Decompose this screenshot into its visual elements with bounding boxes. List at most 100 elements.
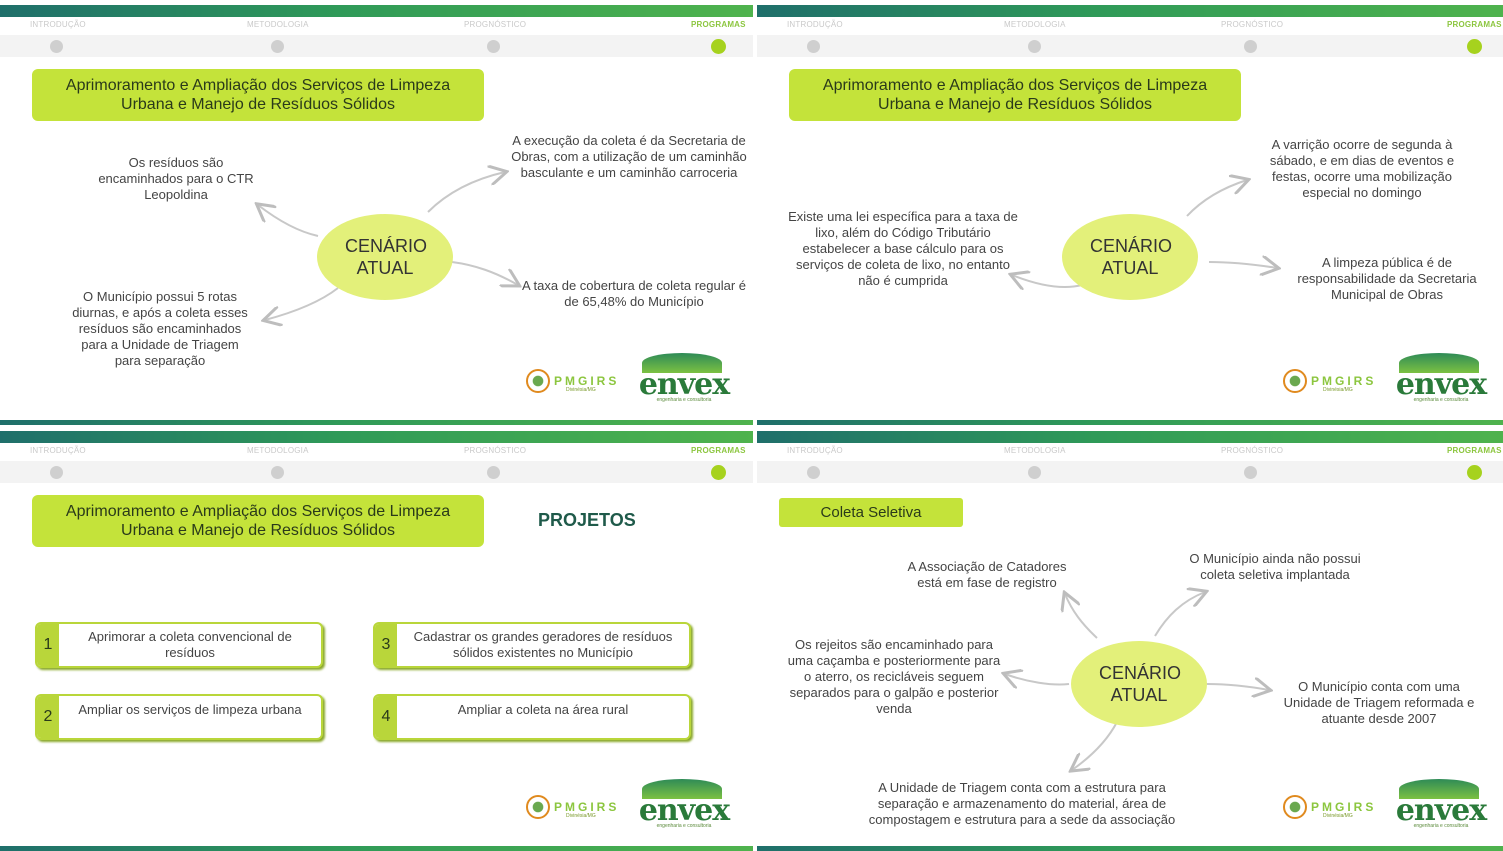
pmgirs-emblem-icon <box>1283 795 1307 819</box>
nav-prognostico[interactable]: PROGNÓSTICO <box>464 446 527 455</box>
nav-dot-prognostico[interactable] <box>1244 40 1257 53</box>
envex-leaf-icon <box>642 779 722 799</box>
note-ctr-leopoldina: Os resíduos são encaminhados para o CTR … <box>98 155 254 202</box>
bottom-bar <box>0 846 753 851</box>
nav-prognostico[interactable]: PROGNÓSTICO <box>464 20 527 29</box>
project-card-3: 3 Cadastrar os grandes geradores de resí… <box>373 622 691 668</box>
note-coleta-seletiva: O Município ainda não possui coleta sele… <box>1189 551 1361 582</box>
envex-subtitle: engenharia e consultoria <box>656 823 712 829</box>
project-number: 2 <box>37 696 59 738</box>
pmgirs-logo: PMGIRS Divinésia/MG <box>1283 369 1376 393</box>
pmgirs-subtitle: Divinésia/MG <box>566 813 596 819</box>
nav-dot-introducao[interactable] <box>50 466 63 479</box>
envex-leaf-icon <box>1399 353 1479 373</box>
envex-logo: envex engenharia e consultoria <box>1395 779 1487 829</box>
progress-nav: INTRODUÇÃO METODOLOGIA PROGNÓSTICO PROGR… <box>0 20 753 32</box>
project-number: 3 <box>375 624 397 666</box>
nav-track <box>757 461 1503 483</box>
nav-introducao[interactable]: INTRODUÇÃO <box>787 20 843 29</box>
project-number: 4 <box>375 696 397 738</box>
center-node: CENÁRIO ATUAL <box>317 214 453 300</box>
pmgirs-wordmark: PMGIRS <box>554 800 620 814</box>
projetos-heading: PROJETOS <box>538 510 636 530</box>
progress-nav: INTRODUÇÃO METODOLOGIA PROGNÓSTICO PROGR… <box>757 446 1503 458</box>
nav-dot-prognostico[interactable] <box>1244 466 1257 479</box>
top-bar <box>757 431 1503 443</box>
note-rejeitos: Os rejeitos são encaminhado para uma caç… <box>787 637 1001 716</box>
nav-dot-prognostico[interactable] <box>487 40 500 53</box>
envex-subtitle: engenharia e consultoria <box>656 397 712 403</box>
nav-programas[interactable]: PROGRAMAS <box>691 20 746 29</box>
envex-wordmark: envex <box>1395 793 1487 828</box>
nav-metodologia[interactable]: METODOLOGIA <box>1004 20 1066 29</box>
mindmap-arrows <box>757 426 1503 851</box>
note-associacao-catadores: A Associação de Catadores está em fase d… <box>907 559 1067 590</box>
nav-track <box>0 35 753 57</box>
nav-dot-introducao[interactable] <box>50 40 63 53</box>
nav-dot-programas[interactable] <box>711 465 726 480</box>
project-card-2: 2 Ampliar os serviços de limpeza urbana <box>35 694 323 740</box>
nav-dot-metodologia[interactable] <box>271 40 284 53</box>
nav-dot-metodologia[interactable] <box>271 466 284 479</box>
pmgirs-subtitle: Divinésia/MG <box>1323 813 1353 819</box>
note-rotas-diurnas: O Município possui 5 rotas diurnas, e ap… <box>72 289 248 368</box>
project-text: Ampliar a coleta na área rural <box>457 702 629 717</box>
slide-title: Aprimoramento e Ampliação dos Serviços d… <box>789 69 1241 121</box>
nav-metodologia[interactable]: METODOLOGIA <box>247 446 309 455</box>
nav-dot-metodologia[interactable] <box>1028 466 1041 479</box>
nav-introducao[interactable]: INTRODUÇÃO <box>30 20 86 29</box>
nav-track <box>0 461 753 483</box>
envex-logo: envex engenharia e consultoria <box>638 353 730 403</box>
nav-prognostico[interactable]: PROGNÓSTICO <box>1221 20 1284 29</box>
project-text: Ampliar os serviços de limpeza urbana <box>78 702 302 717</box>
nav-dot-introducao[interactable] <box>807 466 820 479</box>
pmgirs-subtitle: Divinésia/MG <box>566 387 596 393</box>
nav-metodologia[interactable]: METODOLOGIA <box>1004 446 1066 455</box>
nav-dot-prognostico[interactable] <box>487 466 500 479</box>
slide-cenario-atual-2: INTRODUÇÃO METODOLOGIA PROGNÓSTICO PROGR… <box>757 0 1503 425</box>
slide-title: Coleta Seletiva <box>779 498 963 527</box>
nav-introducao[interactable]: INTRODUÇÃO <box>30 446 86 455</box>
slide-coleta-seletiva: INTRODUÇÃO METODOLOGIA PROGNÓSTICO PROGR… <box>757 426 1503 851</box>
nav-dot-programas[interactable] <box>711 39 726 54</box>
envex-wordmark: envex <box>638 793 730 828</box>
project-text: Aprimorar a coleta convencional de resíd… <box>88 629 292 660</box>
nav-programas[interactable]: PROGRAMAS <box>1447 446 1502 455</box>
center-node: CENÁRIO ATUAL <box>1062 214 1198 300</box>
nav-prognostico[interactable]: PROGNÓSTICO <box>1221 446 1284 455</box>
nav-track <box>757 35 1503 57</box>
nav-programas[interactable]: PROGRAMAS <box>691 446 746 455</box>
envex-subtitle: engenharia e consultoria <box>1413 397 1469 403</box>
center-node: CENÁRIO ATUAL <box>1071 641 1207 727</box>
nav-metodologia[interactable]: METODOLOGIA <box>247 20 309 29</box>
pmgirs-logo: PMGIRS Divinésia/MG <box>1283 795 1376 819</box>
pmgirs-wordmark: PMGIRS <box>1311 374 1377 388</box>
mindmap-arrows <box>757 0 1503 425</box>
envex-logo: envex engenharia e consultoria <box>1395 353 1487 403</box>
top-bar <box>0 5 753 17</box>
pmgirs-wordmark: PMGIRS <box>1311 800 1377 814</box>
bottom-bar <box>0 420 753 425</box>
envex-wordmark: envex <box>638 367 730 402</box>
nav-programas[interactable]: PROGRAMAS <box>1447 20 1502 29</box>
pmgirs-wordmark: PMGIRS <box>554 374 620 388</box>
pmgirs-emblem-icon <box>526 795 550 819</box>
nav-dot-introducao[interactable] <box>807 40 820 53</box>
pmgirs-subtitle: Divinésia/MG <box>1323 387 1353 393</box>
pmgirs-logo: PMGIRS Divinésia/MG <box>526 369 619 393</box>
bottom-bar <box>757 846 1503 851</box>
note-unidade-triagem: O Município conta com uma Unidade de Tri… <box>1283 679 1475 726</box>
nav-dot-metodologia[interactable] <box>1028 40 1041 53</box>
project-card-4: 4 Ampliar a coleta na área rural <box>373 694 691 740</box>
pmgirs-emblem-icon <box>1283 369 1307 393</box>
envex-logo: envex engenharia e consultoria <box>638 779 730 829</box>
nav-dot-programas[interactable] <box>1467 39 1482 54</box>
slide-title: Aprimoramento e Ampliação dos Serviços d… <box>32 495 484 547</box>
bottom-bar <box>757 420 1503 425</box>
mindmap-arrows <box>0 0 753 425</box>
note-lei-taxa-lixo: Existe uma lei específica para a taxa de… <box>788 209 1018 288</box>
nav-dot-programas[interactable] <box>1467 465 1482 480</box>
note-varricao: A varrição ocorre de segunda à sábado, e… <box>1269 137 1455 200</box>
nav-introducao[interactable]: INTRODUÇÃO <box>787 446 843 455</box>
progress-nav: INTRODUÇÃO METODOLOGIA PROGNÓSTICO PROGR… <box>757 20 1503 32</box>
